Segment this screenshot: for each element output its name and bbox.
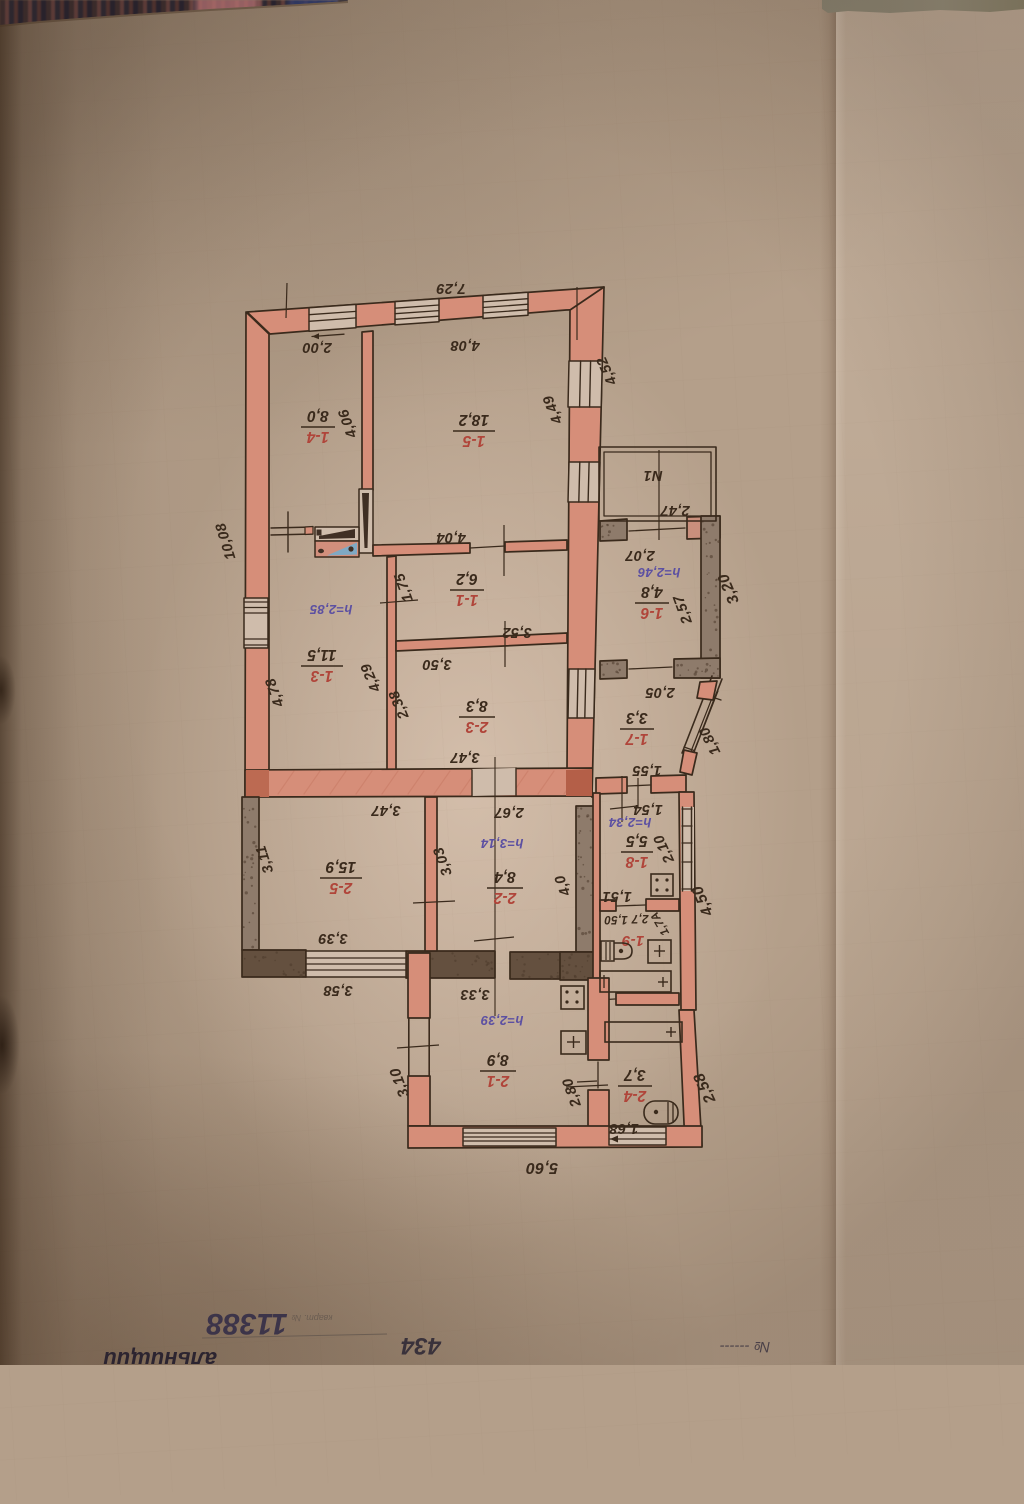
svg-text:3,7: 3,7 xyxy=(623,1066,646,1083)
svg-text:1-4: 1-4 xyxy=(306,428,329,445)
svg-text:4,49: 4,49 xyxy=(540,393,566,427)
svg-text:4,08: 4,08 xyxy=(450,337,481,353)
svg-text:1-1: 1-1 xyxy=(456,591,478,608)
svg-text:7,29: 7,29 xyxy=(436,280,465,296)
svg-text:1,7А: 1,7А xyxy=(649,909,672,937)
svg-text:2,67: 2,67 xyxy=(494,804,525,820)
svg-text:2-5: 2-5 xyxy=(329,879,353,896)
svg-text:8,9: 8,9 xyxy=(487,1051,509,1068)
svg-text:2-1: 2-1 xyxy=(487,1072,510,1089)
svg-text:2,7: 2,7 xyxy=(631,912,649,924)
svg-text:2,47: 2,47 xyxy=(660,502,691,518)
svg-text:5,60: 5,60 xyxy=(526,1159,558,1176)
svg-text:h=2,46: h=2,46 xyxy=(637,565,680,580)
svg-text:1,80: 1,80 xyxy=(697,724,725,757)
svg-text:N1: N1 xyxy=(643,467,662,483)
svg-text:11388: 11388 xyxy=(206,1307,288,1340)
svg-text:4,8: 4,8 xyxy=(641,583,664,600)
svg-text:1,50: 1,50 xyxy=(604,913,628,925)
svg-text:434: 434 xyxy=(401,1332,442,1359)
svg-text:1-8: 1-8 xyxy=(625,853,648,870)
svg-text:2,05: 2,05 xyxy=(645,684,676,700)
svg-text:альнищий: альнищий xyxy=(103,1347,217,1365)
svg-text:8,4: 8,4 xyxy=(494,868,516,885)
svg-text:2,80: 2,80 xyxy=(560,1076,585,1110)
svg-text:3,39: 3,39 xyxy=(318,930,347,946)
svg-text:3,47: 3,47 xyxy=(450,749,480,765)
svg-text:1-7: 1-7 xyxy=(624,730,648,747)
svg-text:2,10: 2,10 xyxy=(651,832,678,866)
svg-text:2-4: 2-4 xyxy=(623,1087,647,1104)
svg-text:h=3,14: h=3,14 xyxy=(480,836,523,851)
svg-text:2-2: 2-2 xyxy=(493,889,517,906)
svg-text:1,68: 1,68 xyxy=(609,1120,639,1136)
svg-text:1,54: 1,54 xyxy=(633,801,662,817)
svg-text:4,06: 4,06 xyxy=(335,406,361,441)
svg-text:3,33: 3,33 xyxy=(460,986,489,1002)
svg-text:4,0: 4,0 xyxy=(552,873,575,899)
svg-text:1,55: 1,55 xyxy=(632,762,662,778)
svg-text:2,00: 2,00 xyxy=(302,339,332,355)
svg-text:5,5: 5,5 xyxy=(626,832,648,849)
svg-text:2,07: 2,07 xyxy=(625,547,656,563)
svg-text:1-9: 1-9 xyxy=(621,932,644,949)
svg-text:4,04: 4,04 xyxy=(436,529,466,545)
svg-text:15,9: 15,9 xyxy=(326,858,357,875)
svg-text:11,5: 11,5 xyxy=(307,646,336,663)
svg-text:4,29: 4,29 xyxy=(358,661,385,695)
svg-text:1-3: 1-3 xyxy=(310,667,333,684)
svg-text:1-5: 1-5 xyxy=(462,432,485,449)
svg-text:1,51: 1,51 xyxy=(602,888,631,904)
svg-text:3,47: 3,47 xyxy=(371,802,401,818)
svg-text:h=2,34: h=2,34 xyxy=(608,815,651,830)
svg-text:18,2: 18,2 xyxy=(459,411,490,428)
svg-text:2-3: 2-3 xyxy=(465,718,489,735)
svg-text:h=2,85: h=2,85 xyxy=(309,602,352,617)
svg-text:8,3: 8,3 xyxy=(466,697,488,714)
svg-text:3,50: 3,50 xyxy=(422,656,451,672)
svg-text:6,2: 6,2 xyxy=(456,570,478,587)
svg-text:№ ------: № ------ xyxy=(720,1338,770,1355)
svg-text:3,3: 3,3 xyxy=(626,709,648,726)
svg-text:2,57: 2,57 xyxy=(670,592,696,627)
svg-text:8,0: 8,0 xyxy=(307,407,329,424)
svg-text:1-6: 1-6 xyxy=(640,604,663,621)
svg-text:3,52: 3,52 xyxy=(502,624,531,640)
svg-text:h=2,39: h=2,39 xyxy=(480,1013,523,1028)
svg-text:кварт. №: кварт. № xyxy=(291,1313,332,1323)
svg-text:3,58: 3,58 xyxy=(323,982,353,998)
svg-text:10,08: 10,08 xyxy=(213,520,240,561)
